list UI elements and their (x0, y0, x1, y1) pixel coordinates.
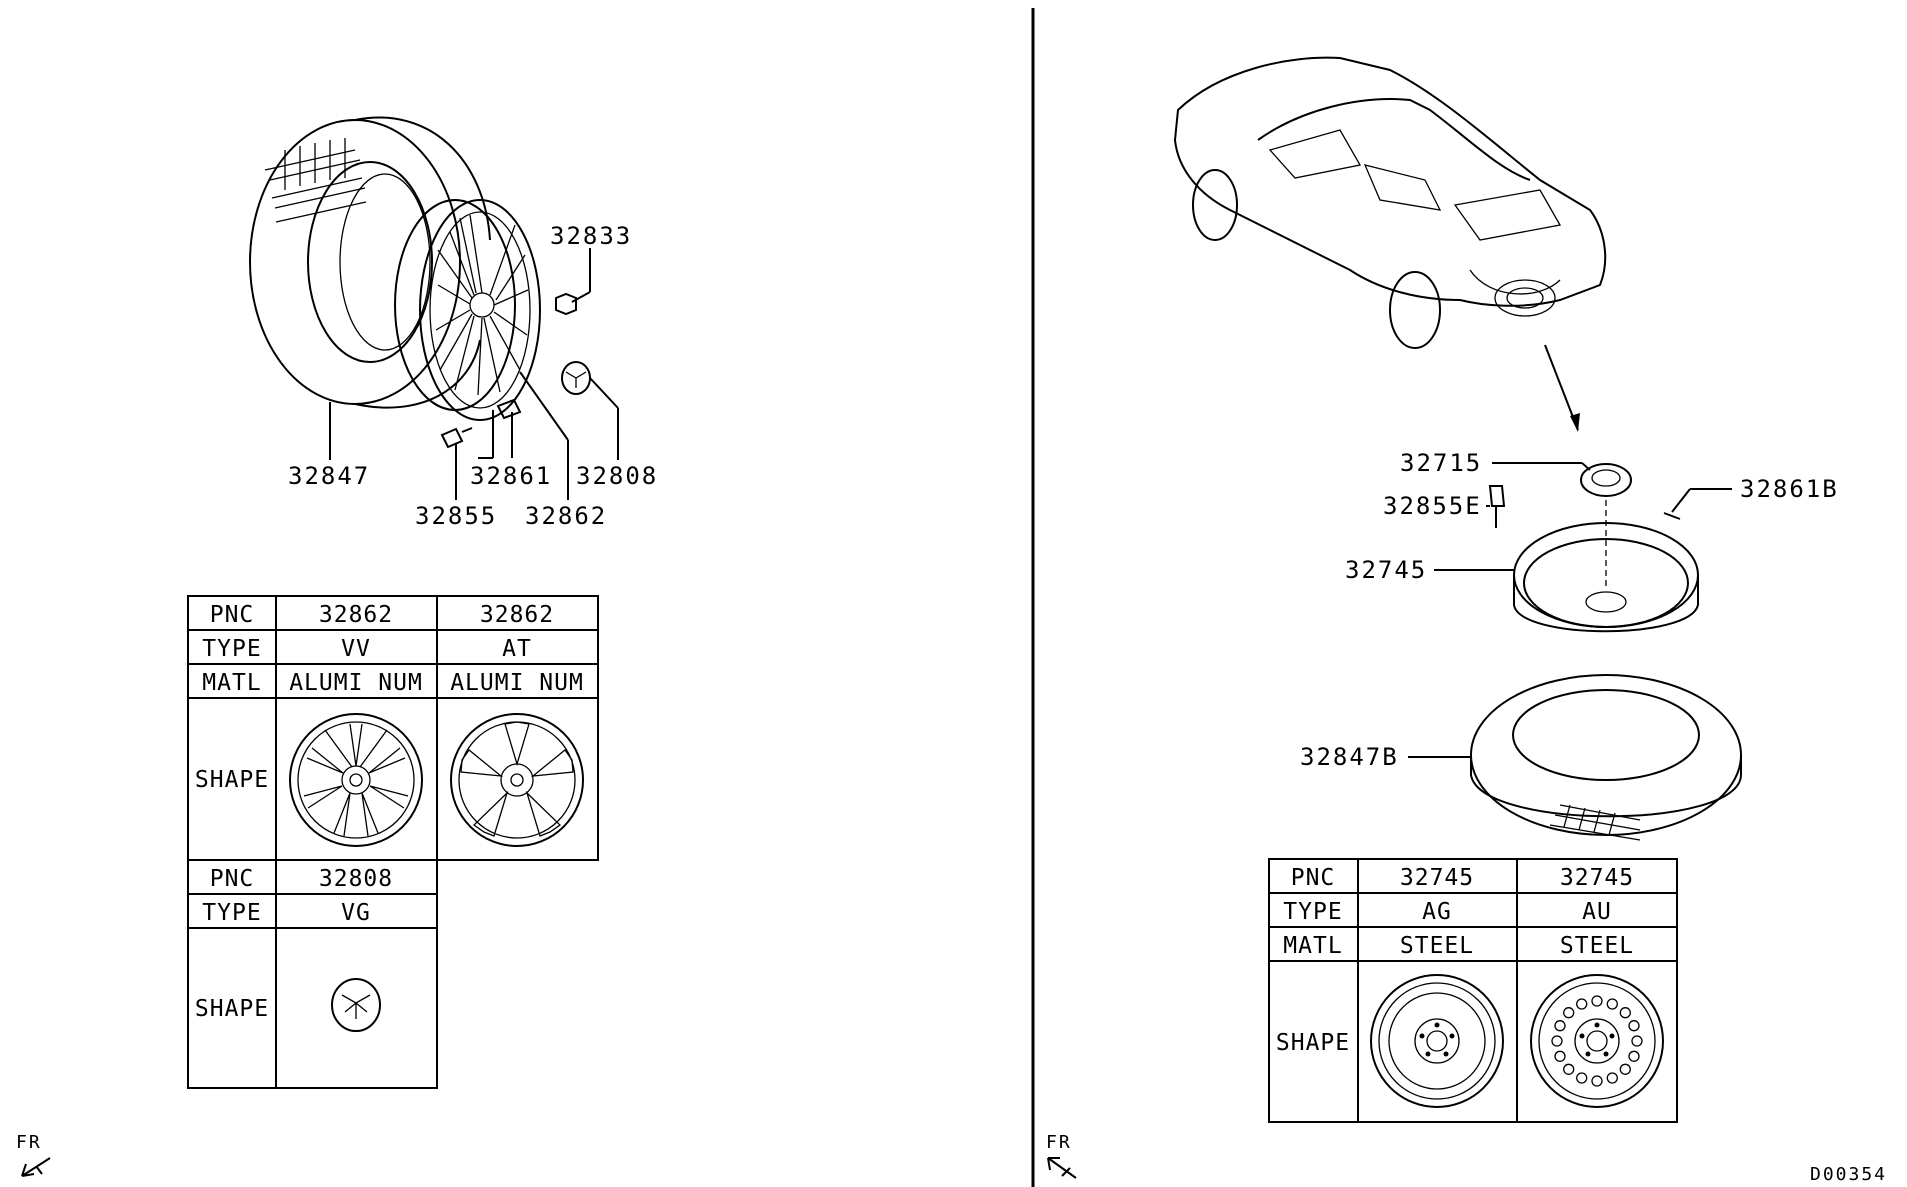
wheel-vent-hole (1554, 1020, 1566, 1032)
front-direction-indicator-right: FR (1046, 1132, 1077, 1179)
wheel-vent-hole (1563, 1007, 1575, 1019)
table3-type-col2: AU (1582, 899, 1612, 925)
center-cap-drawing (331, 978, 381, 1032)
wheel-vent-hole (1576, 1072, 1588, 1084)
wheel-vent-hole (1619, 1063, 1631, 1075)
callout-32862: 32862 (525, 502, 607, 530)
left-leader-lines (329, 248, 619, 500)
callout-32715: 32715 (1400, 449, 1482, 477)
table1-shape-header: SHAPE (195, 767, 269, 793)
callout-32833: 32833 (550, 222, 632, 250)
table3-type-header: TYPE (1283, 899, 1342, 925)
wheel-vent-hole (1628, 1020, 1640, 1032)
tire-assembly-illustration (249, 116, 591, 449)
steel-wheel-ag-drawing (1370, 974, 1504, 1108)
table1-type-header: TYPE (202, 636, 261, 662)
fr-label-left: FR (16, 1132, 42, 1153)
table3-matl-header: MATL (1283, 933, 1342, 959)
spare-wheel-spec-table: PNC 32745 32745 TYPE AG AU MATL STEEL ST… (1268, 858, 1678, 1123)
steel-wheel-au-drawing (1530, 974, 1664, 1108)
callout-32808: 32808 (576, 462, 658, 490)
cap-spec-table: PNC 32808 TYPE VG SHAPE (187, 859, 438, 1089)
wheel-vent-hole (1554, 1050, 1566, 1062)
wheel-at-drawing (450, 713, 584, 847)
wheel-vent-hole (1606, 1072, 1618, 1084)
callout-32855: 32855 (415, 502, 497, 530)
table1-pnc-header: PNC (210, 602, 255, 628)
table2-pnc-col1: 32808 (319, 866, 393, 892)
table1-pnc-col1: 32862 (319, 602, 393, 628)
callout-32861: 32861 (470, 462, 552, 490)
callout-32855e: 32855E (1383, 492, 1482, 520)
right-leader-lines (1408, 462, 1732, 758)
wheel-spec-table: PNC 32862 32862 TYPE VV AT MATL ALUMI NU… (187, 595, 599, 861)
vehicle-illustration (1173, 56, 1607, 432)
wheel-vent-hole (1551, 1035, 1563, 1047)
spare-wheel-illustration (1470, 463, 1742, 841)
table2-type-header: TYPE (202, 900, 261, 926)
table3-pnc-header: PNC (1291, 865, 1336, 891)
table1-matl-col1: ALUMI NUM (289, 670, 423, 696)
callout-32847: 32847 (288, 462, 370, 490)
diagram-code: D00354 (1810, 1164, 1887, 1185)
table1-matl-header: MATL (202, 670, 261, 696)
table2-pnc-header: PNC (210, 866, 255, 892)
table3-pnc-col2: 32745 (1560, 865, 1634, 891)
callout-32861b: 32861B (1740, 475, 1839, 503)
table2-type-col1: VG (341, 900, 371, 926)
table3-pnc-col1: 32745 (1400, 865, 1474, 891)
wheel-vent-hole (1591, 995, 1603, 1007)
wheel-vent-hole (1563, 1063, 1575, 1075)
table3-shape-header: SHAPE (1276, 1030, 1350, 1056)
table1-matl-col2: ALUMI NUM (450, 670, 584, 696)
wheel-vent-hole (1606, 998, 1618, 1010)
wheel-vent-hole (1576, 998, 1588, 1010)
table3-matl-col1: STEEL (1400, 933, 1474, 959)
wheel-vent-hole (1619, 1007, 1631, 1019)
table3-type-col1: AG (1422, 899, 1452, 925)
callout-32847b: 32847B (1300, 743, 1399, 771)
table1-type-col1: VV (341, 636, 371, 662)
table2-shape-header: SHAPE (195, 996, 269, 1022)
fr-label-right: FR (1046, 1132, 1072, 1153)
wheel-vent-hole (1591, 1075, 1603, 1087)
table1-type-col2: AT (502, 636, 532, 662)
front-direction-indicator-left: FR (16, 1132, 51, 1177)
callout-32745: 32745 (1345, 556, 1427, 584)
wheel-vent-hole (1631, 1035, 1643, 1047)
wheel-vent-hole (1628, 1050, 1640, 1062)
wheel-vv-drawing (289, 713, 423, 847)
table1-pnc-col2: 32862 (480, 602, 554, 628)
table3-matl-col2: STEEL (1560, 933, 1634, 959)
